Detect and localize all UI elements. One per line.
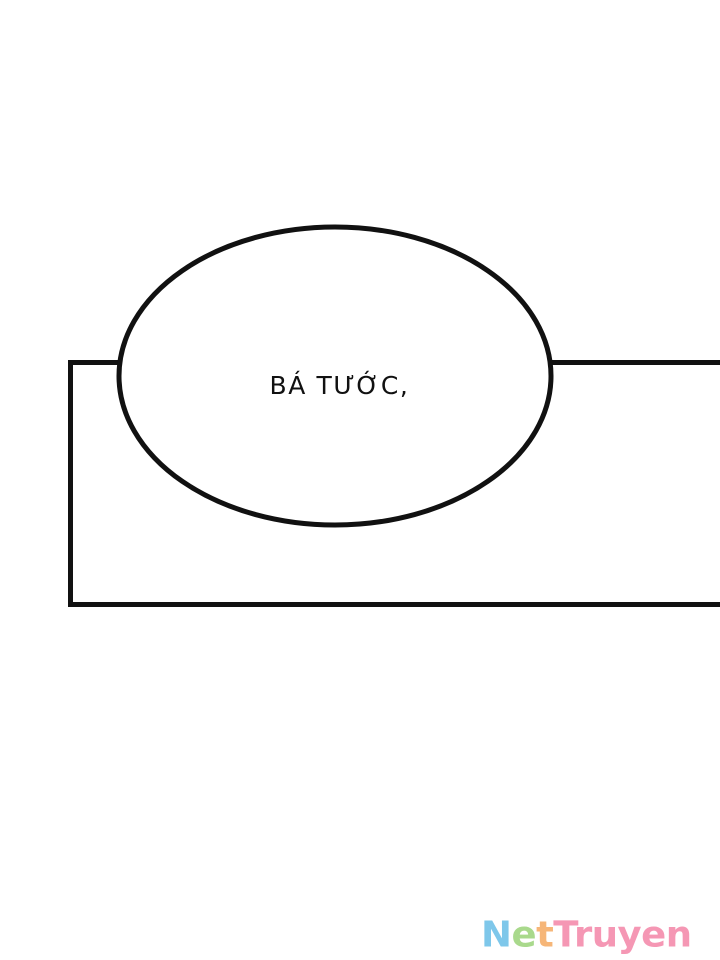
nettruyen-logo-letter-5: u: [591, 913, 618, 955]
nettruyen-logo-letter-2: t: [536, 913, 554, 955]
nettruyen-logo-letter-6: y: [617, 913, 642, 955]
nettruyen-logo-letter-7: e: [641, 913, 666, 955]
nettruyen-logo-letter-1: e: [511, 913, 537, 955]
nettruyen-logo-letter-4: r: [573, 913, 592, 955]
nettruyen-logo-letter-0: N: [481, 913, 512, 955]
nettruyen-logo-letter-8: n: [665, 913, 692, 955]
nettruyen-watermark: NetTruyen: [481, 912, 715, 956]
speech-bubble: [116, 224, 554, 528]
nettruyen-logo-text: NetTruyen: [481, 916, 692, 952]
nettruyen-logo-letter-3: T: [553, 913, 574, 955]
